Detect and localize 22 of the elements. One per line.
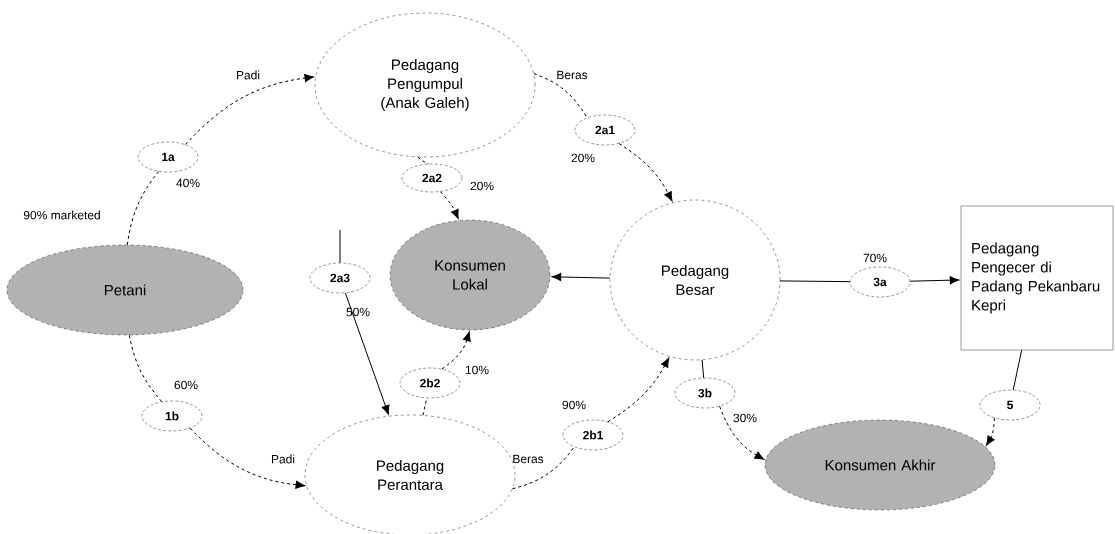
arrow bbox=[607, 357, 670, 423]
flow-label: 50% bbox=[346, 307, 370, 317]
flow-label: Beras bbox=[513, 454, 544, 464]
arrow bbox=[551, 272, 611, 282]
flow-label: Beras bbox=[557, 70, 588, 80]
flow-label: 10% bbox=[465, 365, 489, 375]
flow-label: 20% bbox=[571, 153, 595, 163]
arrow bbox=[189, 427, 306, 489]
arrow bbox=[618, 142, 673, 202]
flow-label: 30% bbox=[733, 413, 757, 423]
flow-label: Padi bbox=[237, 70, 260, 80]
arrow bbox=[439, 191, 459, 220]
flow-label: 60% bbox=[174, 380, 198, 390]
arrow bbox=[986, 417, 995, 446]
arrow bbox=[344, 292, 390, 415]
retailer-box: Pedagang Pengecer di Padang Pekanbaru Kepri bbox=[960, 205, 1114, 351]
flow-label: 90% marketed bbox=[23, 210, 100, 220]
arrow bbox=[719, 405, 765, 460]
arrow bbox=[441, 331, 471, 370]
arrow bbox=[909, 276, 960, 285]
arrow bbox=[184, 74, 315, 146]
flow-label: 20% bbox=[470, 181, 494, 191]
